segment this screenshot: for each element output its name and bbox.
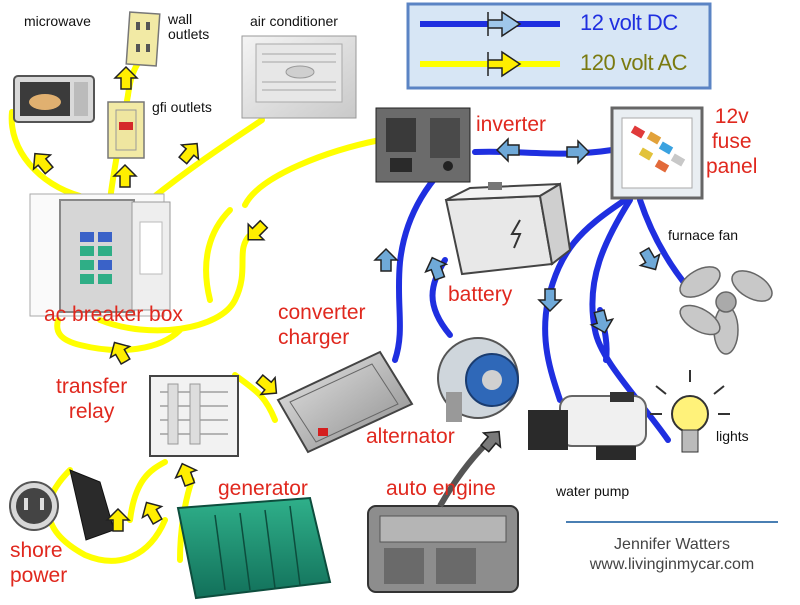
blue-arrow-icon: [589, 309, 615, 334]
battery-label: battery: [448, 283, 513, 306]
ac-arrows: [32, 65, 278, 532]
engine-icon: [367, 505, 519, 593]
legend: [406, 2, 712, 90]
yellow-arrow-icon: [141, 501, 164, 526]
yellow-arrow-icon: [178, 142, 200, 165]
yellow-arrow-icon: [174, 462, 199, 488]
inverter-icon: [375, 107, 471, 183]
inverter-label: inverter: [476, 113, 547, 136]
legend-ac-arrow-icon: [487, 50, 522, 78]
battery-icon: [444, 182, 572, 276]
engine-to-alternator-arrow: [437, 430, 502, 508]
wall-outlets-label: wall outlets: [168, 11, 210, 42]
legend-dc-label: 12 volt DC: [580, 10, 678, 35]
gfi-outlets-label: gfi outlets: [152, 99, 212, 115]
legend-dc-arrow-icon: [487, 10, 522, 38]
fuse-panel-label: 12v fuse panel: [706, 105, 758, 179]
blue-arrow-icon: [495, 137, 520, 163]
shore-power-plug-icon: [9, 469, 115, 541]
author-credit: Jennifer Watters: [614, 536, 730, 553]
alternator-label: alternator: [366, 425, 455, 448]
lights-label: lights: [716, 428, 749, 444]
water-pump-icon: [528, 392, 647, 460]
gray-arrow-icon: [480, 430, 502, 453]
light-bulb-icon: [650, 370, 730, 453]
blue-arrow-icon: [638, 246, 661, 271]
blue-arrow-icon: [373, 247, 399, 272]
breaker-box-icon: [29, 193, 171, 317]
wall-outlet-icon: [125, 11, 161, 67]
yellow-arrow-icon: [105, 507, 131, 532]
website-credit: www.livinginmycar.com: [589, 556, 755, 573]
yellow-arrow-icon: [109, 341, 132, 366]
transfer-relay-icon: [149, 375, 239, 457]
transfer-relay-label: transfer relay: [56, 375, 128, 424]
air-conditioner-label: air conditioner: [250, 13, 338, 29]
gfi-outlet-icon: [107, 101, 145, 159]
fuse-panel-icon: [610, 106, 704, 200]
blue-arrow-icon: [566, 139, 591, 165]
ac-breaker-box-label: ac breaker box: [44, 303, 183, 326]
legend-ac-label: 120 volt AC: [580, 50, 688, 75]
converter-charger-label: converter charger: [278, 301, 366, 350]
yellow-arrow-icon: [255, 374, 278, 396]
auto-engine-label: auto engine: [386, 477, 496, 500]
shore-power-label: shore power: [10, 539, 68, 588]
air-conditioner-icon: [241, 35, 357, 119]
alternator-icon: [437, 337, 519, 422]
converter-charger-icon: [276, 350, 414, 454]
ac-wires: [8, 57, 383, 564]
microwave-label: microwave: [24, 13, 91, 29]
yellow-arrow-icon: [112, 163, 138, 188]
furnace-fan-label: furnace fan: [668, 227, 739, 243]
yellow-arrow-icon: [32, 152, 54, 175]
furnace-fan-icon: [679, 266, 773, 355]
generator-icon: [176, 496, 332, 600]
generator-label: generator: [218, 477, 308, 500]
blue-arrow-icon: [424, 256, 449, 282]
microwave-icon: [13, 75, 95, 123]
dc-arrows: [373, 137, 661, 334]
blue-arrow-icon: [537, 288, 563, 313]
yellow-arrow-icon: [247, 219, 269, 241]
water-pump-label: water pump: [556, 483, 630, 499]
yellow-arrow-icon: [113, 65, 139, 90]
